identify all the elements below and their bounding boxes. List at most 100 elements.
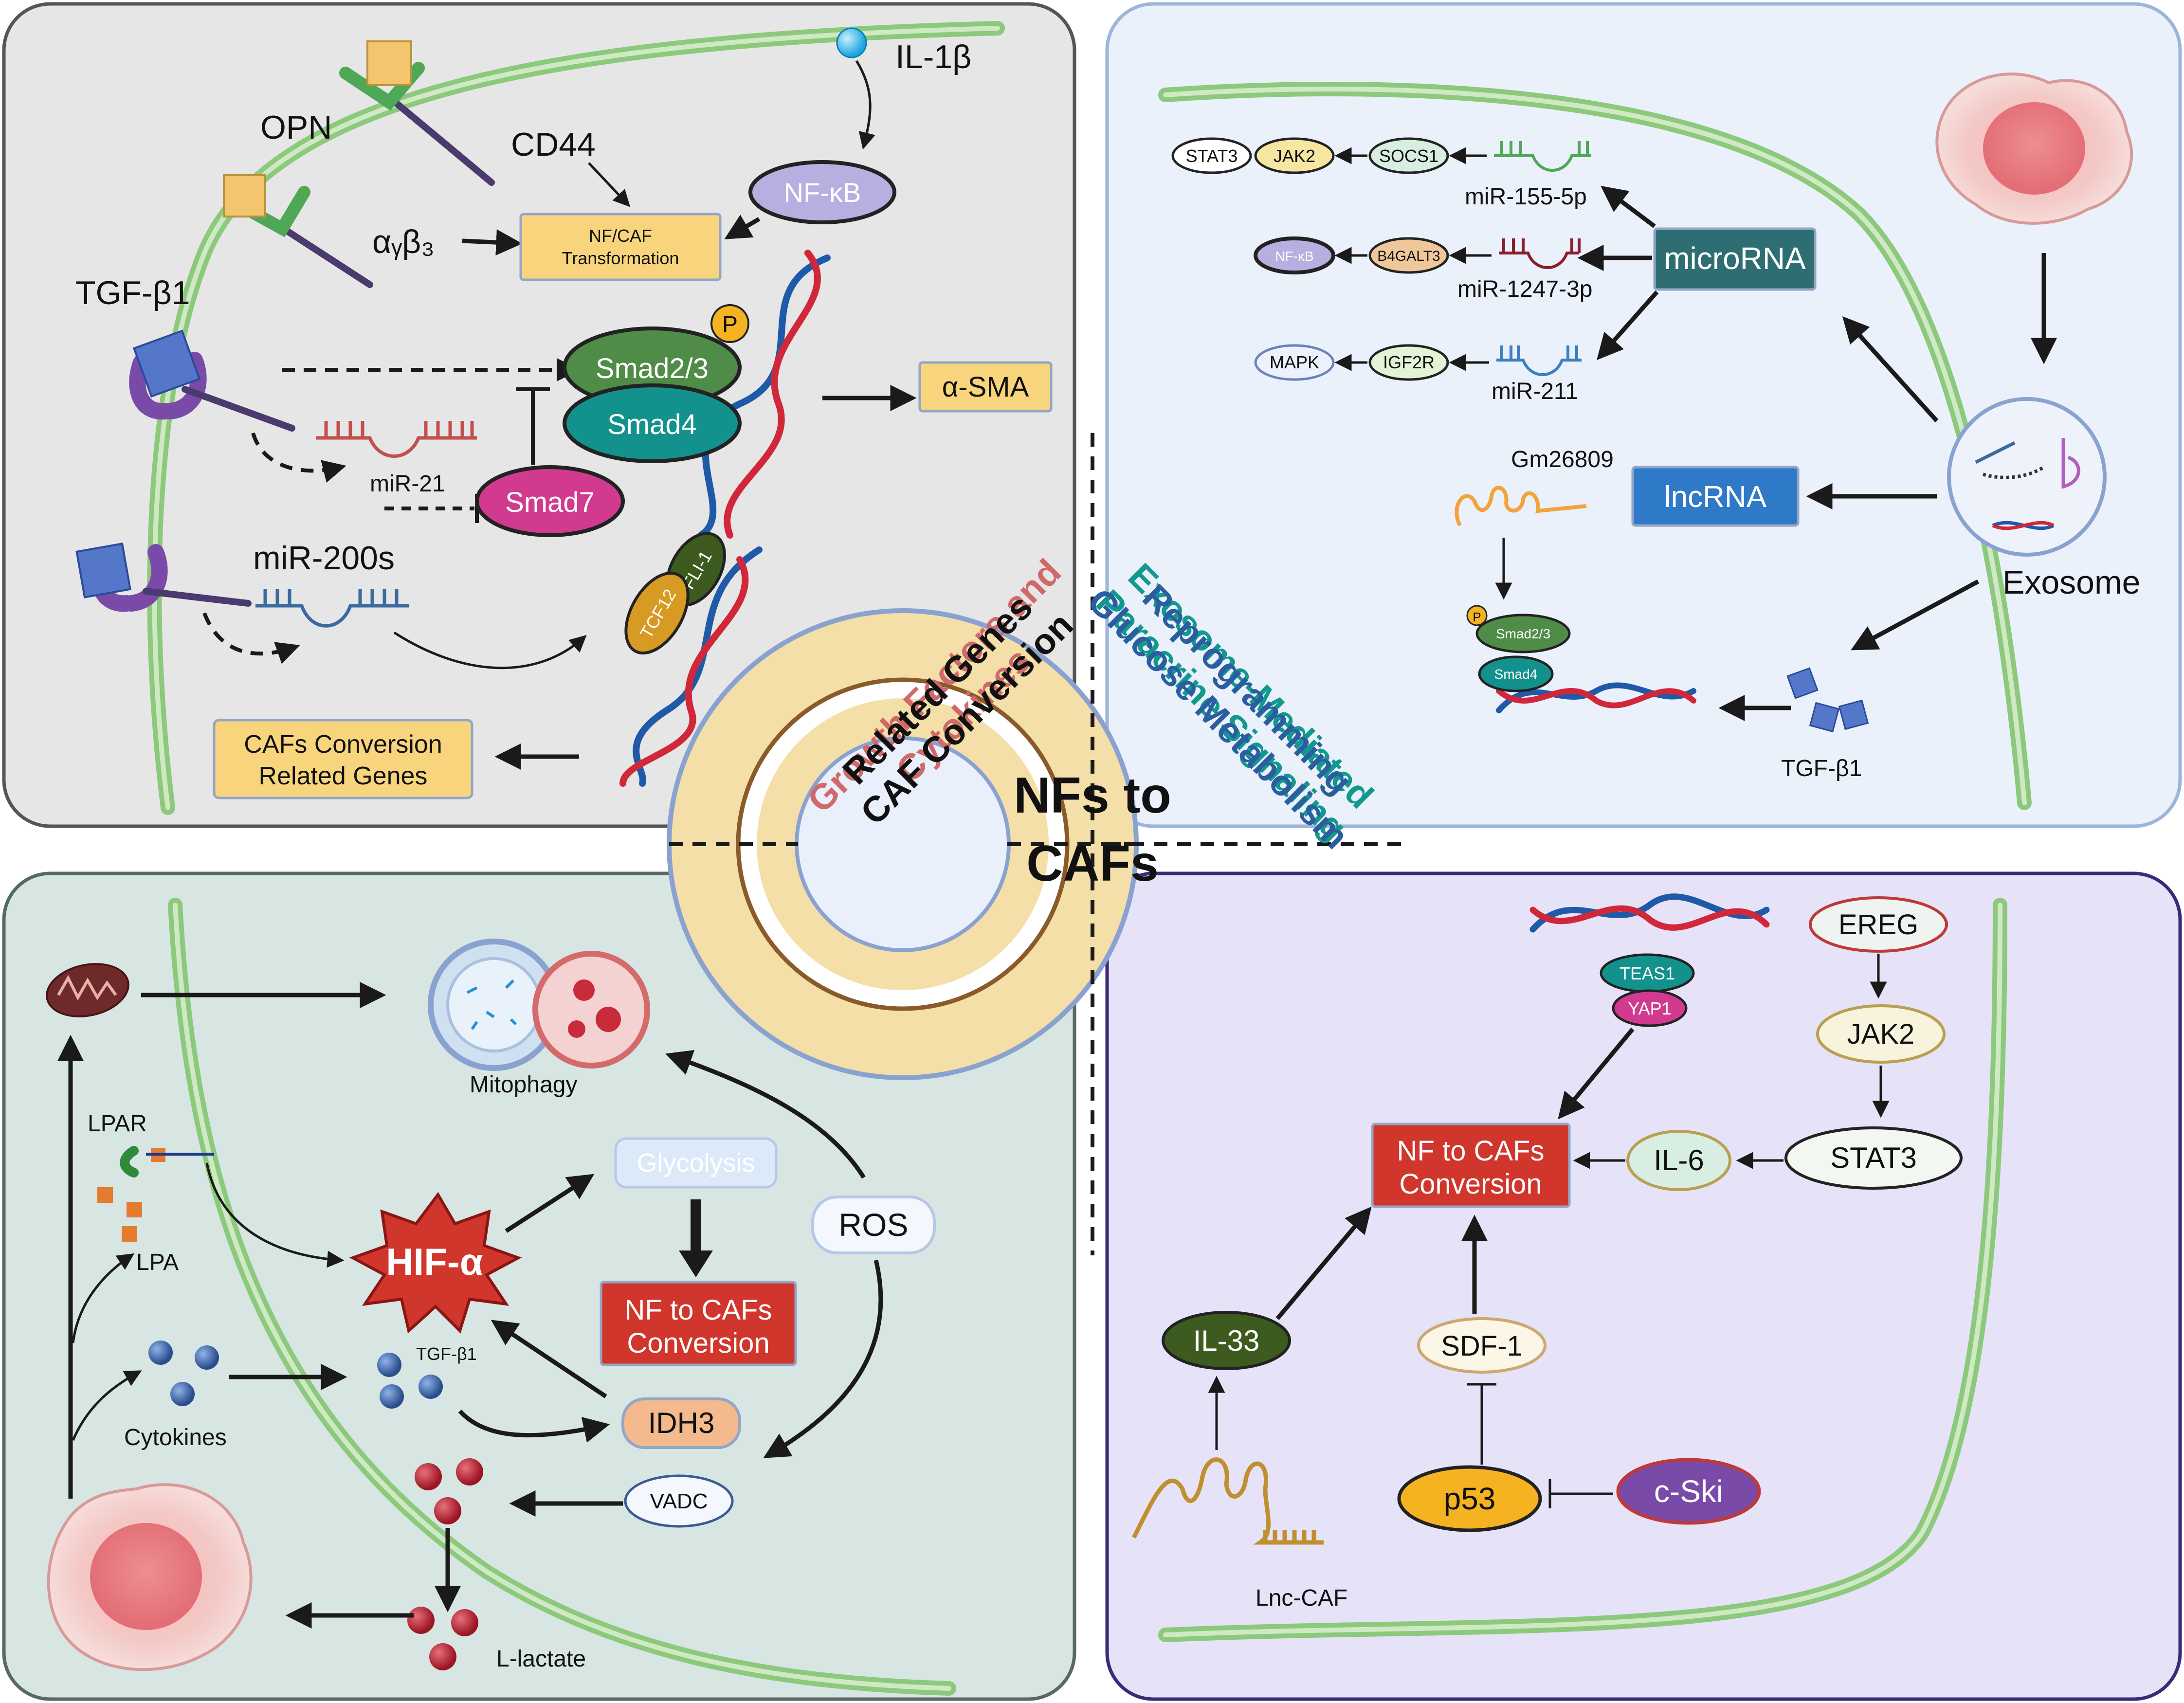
smad23-node-small xyxy=(1475,614,1571,653)
p53-node xyxy=(1397,1465,1542,1532)
panel-glucose xyxy=(2,871,1076,1701)
arrow-ros-vadc xyxy=(763,1259,883,1458)
mir155-icon xyxy=(1494,141,1591,172)
sdf1-node xyxy=(1417,1317,1547,1374)
exosome-cargo-icon xyxy=(1975,438,2080,530)
arrow-microrna-mir155 xyxy=(1601,185,1656,228)
lpar-label: LPAR xyxy=(88,1111,147,1137)
ereg-node xyxy=(1809,896,1948,953)
stat3-node-top xyxy=(1171,137,1252,174)
panel-caf-genes xyxy=(1105,871,2182,1701)
caf-genes-line2: Related Genes xyxy=(259,762,428,790)
mapk-label: MAPK xyxy=(1270,352,1319,372)
arrow-nfkb-transformation xyxy=(724,215,761,239)
teas1-label: TEAS1 xyxy=(1620,963,1675,983)
jak2-node-bottom xyxy=(1816,1004,1946,1064)
phospho-p-badge xyxy=(710,304,749,343)
panel-exosome xyxy=(1105,2,2182,828)
phospho-p-label-small: P xyxy=(1473,610,1481,624)
mitochondria-icon xyxy=(46,963,129,1017)
caf-genes-box xyxy=(213,719,473,799)
conversion-br-line2: Conversion xyxy=(1399,1168,1542,1200)
cski-node xyxy=(1616,1458,1761,1525)
mir200s-label: miR-200s xyxy=(253,540,395,577)
avb3-label: αᵧβ₃ xyxy=(372,223,435,260)
smad7-node xyxy=(475,465,625,537)
arrow-ros-mitophagy xyxy=(665,1050,866,1179)
arrow-yap1-conversion xyxy=(1558,1028,1635,1120)
smad4-node xyxy=(563,383,742,463)
cancer-cell-icon-top xyxy=(1935,72,2133,225)
caf-genes-line1: CAFs Conversion xyxy=(244,730,442,759)
mitophagy-icon xyxy=(428,939,650,1071)
transformation-line1: NF/CAF xyxy=(589,226,652,246)
p53-label: p53 xyxy=(1444,1481,1496,1516)
lactate-molecules-icon xyxy=(407,1458,483,1670)
dna-helix-top-right xyxy=(1496,682,1696,713)
mir155-label: miR-155-5p xyxy=(1465,184,1587,210)
nfkb-node-small xyxy=(1254,236,1335,274)
b4galt3-label: B4GALT3 xyxy=(1377,248,1440,264)
conversion-bl-line2: Conversion xyxy=(627,1327,769,1359)
smad7-label: Smad7 xyxy=(505,487,595,518)
tgfb1-label: TGF-β1 xyxy=(75,274,190,311)
arrow-mir200s-dna xyxy=(393,631,587,670)
arrow-exosome-tgfb1 xyxy=(1851,580,1980,651)
asma-box xyxy=(918,361,1053,413)
opn-label: OPN xyxy=(260,109,332,146)
il6-node xyxy=(1626,1130,1731,1191)
cski-label: c-Ski xyxy=(1654,1474,1723,1509)
lpa-molecules-icon xyxy=(97,1187,142,1242)
arrow-exosome-microrna xyxy=(1842,316,1939,423)
smad4-label: Smad4 xyxy=(607,409,697,440)
arrow-il1b-nfkb xyxy=(855,60,875,150)
mir1247-icon xyxy=(1499,238,1581,269)
microrna-label: microRNA xyxy=(1664,241,1806,276)
phospho-p-label: P xyxy=(722,312,738,338)
nfkb-label-small: NF-κB xyxy=(1275,249,1313,264)
arrow-avb3-transformation xyxy=(462,229,523,256)
igf2r-node xyxy=(1368,344,1449,381)
center-title-line1: NFs to xyxy=(1014,767,1171,824)
arrow-microrna-mir211 xyxy=(1597,290,1659,361)
socs1-label: SOCS1 xyxy=(1379,146,1438,166)
llactate-label: L-lactate xyxy=(496,1646,586,1672)
opn-receptor-icon xyxy=(339,40,495,186)
nf-caf-transformation-box xyxy=(519,213,722,281)
arrow-receptor-mir21 xyxy=(251,432,346,483)
il1b-molecule-icon xyxy=(836,27,867,58)
mir21-icon xyxy=(316,421,477,458)
mir211-label: miR-211 xyxy=(1492,379,1578,404)
conversion-bl-line1: NF to CAFs xyxy=(625,1294,772,1326)
arrow-il33-conversion xyxy=(1275,1206,1372,1320)
tgfb1-molecules-icon xyxy=(377,1353,443,1409)
yap1-node xyxy=(1612,989,1688,1027)
conversion-br-line1: NF to CAFs xyxy=(1397,1135,1545,1167)
lncrna-box xyxy=(1631,466,1800,527)
nfkb-node xyxy=(748,160,896,224)
cd44-label: CD44 xyxy=(511,126,596,163)
sdf1-label: SDF-1 xyxy=(1441,1330,1523,1362)
dna-helix-bottom-right xyxy=(1529,893,1770,933)
arrow-lpar-hif xyxy=(205,1162,345,1268)
arrow-hif-glycolysis xyxy=(505,1174,595,1233)
mitophagy-label: Mitophagy xyxy=(470,1072,577,1098)
mir200s-icon xyxy=(255,589,409,628)
hif-alpha-star xyxy=(349,1192,522,1334)
membrane-top-right xyxy=(1158,82,2032,810)
il33-node xyxy=(1162,1311,1291,1370)
conversion-box-bottom-left xyxy=(600,1281,797,1366)
arrow-cd44-transformation xyxy=(588,162,631,207)
gm26809-hairpin-icon xyxy=(1455,486,1587,526)
arrow-receptor-mir200s xyxy=(202,612,300,664)
smad23-label-small: Smad2/3 xyxy=(1496,626,1550,641)
conversion-box-bottom-right xyxy=(1371,1123,1571,1208)
il6-label: IL-6 xyxy=(1654,1144,1704,1177)
avb3-receptor-icon xyxy=(223,174,373,288)
cancer-cell-icon-bottom xyxy=(47,1483,253,1671)
ros-label: ROS xyxy=(838,1207,908,1243)
jak2-node-top xyxy=(1254,137,1335,174)
socs1-node xyxy=(1368,137,1449,174)
hif-alpha-label: HIF-α xyxy=(386,1240,483,1283)
arrow-glycolysis-conversion xyxy=(679,1250,713,1277)
